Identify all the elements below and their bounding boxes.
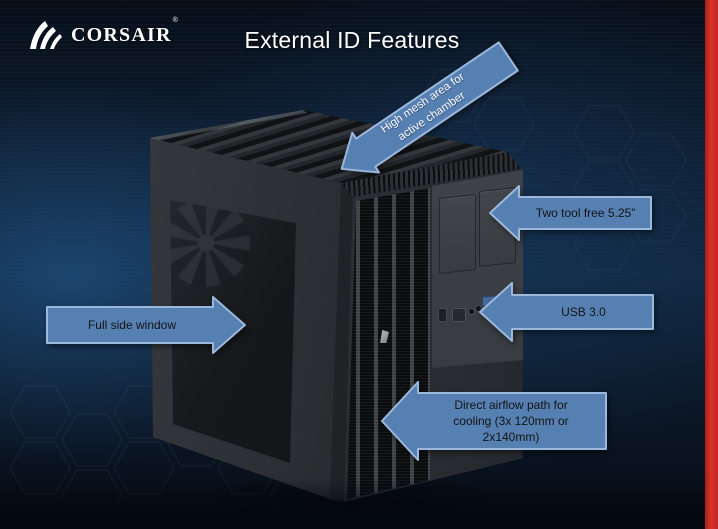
- callout-bays: Two tool free 5.25”: [488, 184, 653, 242]
- callout-window: Full side window: [45, 295, 247, 355]
- reset-button: [438, 308, 447, 322]
- bottom-vignette: [0, 477, 718, 529]
- page-title: External ID Features: [244, 27, 460, 53]
- audio-jack: [468, 308, 475, 315]
- callout-usb: USB 3.0: [478, 281, 655, 343]
- callout-airflow-label: Direct airflow path for cooling (3x 120m…: [420, 392, 602, 450]
- bays-arrow: [489, 185, 652, 241]
- callout-window-label: Full side window: [87, 317, 177, 332]
- red-accent-stripe: [705, 0, 718, 529]
- mesh-arrow: [340, 41, 519, 174]
- audio-jack: [475, 305, 482, 312]
- corsair-sails-icon: [30, 21, 62, 49]
- drive-bay-cover: [439, 194, 476, 274]
- window-fan: [170, 200, 250, 287]
- callout-usb-label: USB 3.0: [561, 304, 606, 319]
- corsair-badge: [380, 330, 389, 343]
- registered-mark: ®: [172, 16, 178, 24]
- airflow-arrow: [381, 381, 607, 461]
- callout-bays-label: Two tool free 5.25”: [535, 205, 636, 220]
- power-button: [452, 308, 466, 322]
- brand-logo: CORSAIR®: [28, 16, 178, 52]
- window-arrow: [46, 296, 246, 354]
- brand-name: CORSAIR: [71, 23, 172, 46]
- usb-arrow: [479, 282, 654, 342]
- callout-mesh: High mesh area for active chamber: [325, 34, 524, 192]
- callout-airflow: Direct airflow path for cooling (3x 120m…: [380, 380, 608, 462]
- callout-airflow-text: Direct airflow path for cooling (3x 120m…: [453, 397, 569, 445]
